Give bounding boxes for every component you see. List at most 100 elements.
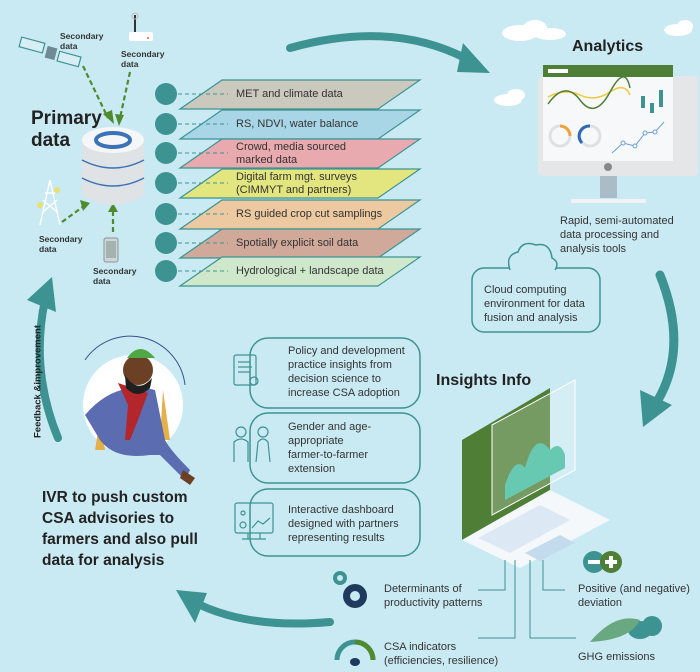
cloud-text-line: environment for data xyxy=(484,298,585,310)
secondary-label-phone: Secondary data xyxy=(93,266,136,286)
output-connector-lines xyxy=(478,560,576,639)
ivr-description: IVR to push custom CSA advisories to far… xyxy=(42,487,198,571)
data-layer-plane xyxy=(178,168,422,199)
leaf-cloud-icon xyxy=(590,616,662,642)
secondary-label-line: data xyxy=(60,41,78,51)
insights-title: Insights Info xyxy=(436,372,532,389)
clipboard-icon xyxy=(155,172,177,194)
card-line: extension xyxy=(288,463,336,475)
layer-label-line: (CIMMYT and partners) xyxy=(236,184,352,196)
people-icon xyxy=(233,426,271,463)
cell-tower-icon xyxy=(37,179,61,226)
cloud-text-line: fusion and analysis xyxy=(484,312,578,324)
secondary-arrowheads xyxy=(80,110,124,212)
output-ghg: GHG emissions xyxy=(578,650,655,664)
data-layer-label: RS guided crop cut samplings xyxy=(236,208,382,221)
laptop-icon xyxy=(462,379,610,568)
wheat-icon xyxy=(155,203,177,225)
raindrops-icon xyxy=(155,113,177,135)
analytics-description: Rapid, semi-automated data processing an… xyxy=(560,214,674,256)
layer-label-line: Hydrological + landscape data xyxy=(236,265,384,277)
layer-label-line: MET and climate data xyxy=(236,88,343,100)
analytics-description-line: data processing and xyxy=(560,229,660,241)
card-line: representing results xyxy=(288,532,385,544)
output-line: CSA indicators xyxy=(384,641,457,653)
ivr-line: CSA advisories to xyxy=(42,510,175,527)
analytics-description-line: analysis tools xyxy=(560,243,627,255)
certificate-icon xyxy=(233,354,259,386)
data-layer-plane xyxy=(178,138,422,169)
cloud-text-line: Cloud computing xyxy=(484,284,567,296)
satellite-icon xyxy=(18,36,82,68)
minus-plus-icon xyxy=(583,551,622,573)
data-layer-label: Hydrological + landscape data xyxy=(236,265,384,278)
cloud-computing-text: Cloud computing environment for data fus… xyxy=(484,283,585,325)
flow-arrow-to-insights xyxy=(640,270,679,427)
database-icon xyxy=(81,127,145,205)
data-layer-plane xyxy=(178,79,422,110)
card-line: appropriate xyxy=(288,435,344,447)
output-line: deviation xyxy=(578,597,623,609)
co2-tree-icon xyxy=(155,260,177,282)
cloud-computing-box xyxy=(471,242,601,333)
card-line: Gender and age- xyxy=(288,421,372,433)
card-line: decision science to xyxy=(288,373,381,385)
insight-card-dashboard: Interactive dashboard designed with part… xyxy=(288,503,399,545)
secondary-label-line: Secondary xyxy=(39,234,83,244)
secondary-label-line: Secondary xyxy=(121,49,165,59)
secondary-label-satellite: Secondary data xyxy=(60,31,103,51)
card-line: Policy and development xyxy=(288,345,405,357)
gears-icon xyxy=(333,571,367,608)
output-line: Positive (and negative) xyxy=(578,583,690,595)
output-line: Determinants of xyxy=(384,583,462,595)
output-line: (efficiencies, resilience) xyxy=(384,655,499,667)
data-layer-label: Digital farm mgt. surveys(CIMMYT and par… xyxy=(236,171,357,197)
dashboard-icon xyxy=(234,502,274,540)
insight-card-policy: Policy and development practice insights… xyxy=(288,344,405,400)
flow-arrow-feedback xyxy=(27,277,62,442)
output-csa-indicators: CSA indicators (efficiencies, resilience… xyxy=(384,640,498,668)
layer-label-line: Spotially explicit soil data xyxy=(236,237,359,249)
data-layer-label: MET and climate data xyxy=(236,88,343,101)
soil-icon xyxy=(155,232,177,254)
secondary-data-arrows xyxy=(61,65,132,232)
card-line: increase CSA adoption xyxy=(288,387,400,399)
analytics-description-line: Rapid, semi-automated xyxy=(560,215,674,227)
megaphone-icon xyxy=(155,142,177,164)
secondary-label-tower: Secondary data xyxy=(39,234,82,254)
secondary-label-line: Secondary xyxy=(60,31,104,41)
secondary-label-line: data xyxy=(39,244,57,254)
router-icon xyxy=(129,12,153,41)
card-line: practice insights from xyxy=(288,359,392,371)
secondary-label-line: data xyxy=(121,59,139,69)
card-line: farmer-to-farmer xyxy=(288,449,369,461)
data-layer-plane xyxy=(178,256,422,287)
layer-label-line: marked data xyxy=(236,154,298,166)
data-layer-label: Spotially explicit soil data xyxy=(236,237,358,250)
output-line: productivity patterns xyxy=(384,597,483,609)
output-line: GHG emissions xyxy=(578,651,656,663)
secondary-label-line: Secondary xyxy=(93,266,137,276)
output-deviation: Positive (and negative) deviation xyxy=(578,582,690,610)
analytics-monitor-icon xyxy=(538,65,698,203)
thermometer-icon xyxy=(155,83,177,105)
secondary-label-router: Secondary data xyxy=(121,49,164,69)
cloud-decoration xyxy=(494,20,693,106)
layer-label-line: Crowd, media sourced xyxy=(236,141,347,153)
output-determinants: Determinants of productivity patterns xyxy=(384,582,482,610)
analytics-title: Analytics xyxy=(572,38,644,55)
ivr-line: data for analysis xyxy=(42,552,165,569)
flow-arrow-to-ivr xyxy=(176,590,334,628)
layer-label-line: RS guided crop cut samplings xyxy=(236,208,383,220)
ivr-line: farmers and also pull xyxy=(42,531,198,548)
card-line: Interactive dashboard xyxy=(288,504,394,516)
smartphone-icon xyxy=(103,237,119,263)
primary-data-title: Primary data xyxy=(31,108,102,152)
primary-title-line: data xyxy=(31,130,71,151)
layer-label-line: Digital farm mgt. surveys xyxy=(236,171,358,183)
primary-title-line: Primary xyxy=(31,108,102,129)
flow-arrow-to-analytics xyxy=(286,32,490,73)
gauge-icon xyxy=(334,639,376,666)
